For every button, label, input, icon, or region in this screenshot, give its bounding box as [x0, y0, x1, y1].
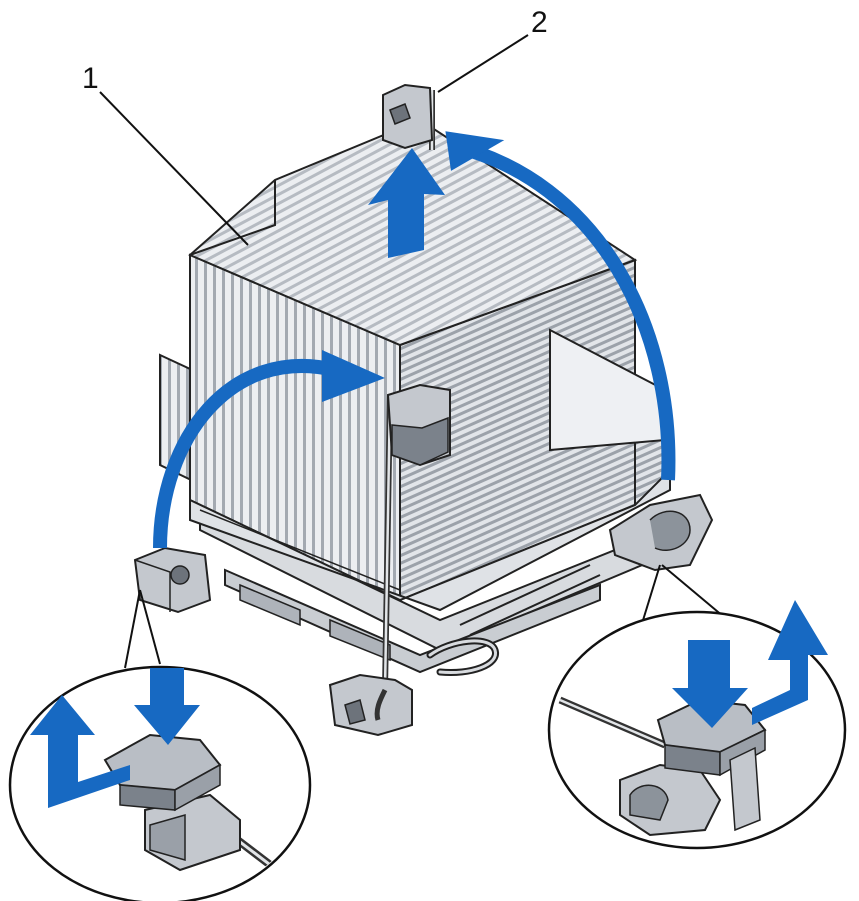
arrow-up-icon [368, 148, 445, 258]
left-detail-inset [8, 665, 312, 901]
arrow-curved-icon [153, 131, 676, 549]
right-detail-inset [547, 600, 847, 850]
callout-number-2: 2 [531, 6, 548, 39]
arrow-down-icon [134, 668, 200, 745]
right-socket-clip [608, 493, 714, 572]
arrow-up-left-icon [30, 695, 130, 808]
arrow-up-right-icon [752, 600, 828, 725]
retention-lever [328, 83, 451, 737]
left-socket-clip [133, 546, 212, 614]
retention-bracket [199, 503, 691, 677]
arrow-down-icon [672, 640, 748, 728]
callout-number-1: 1 [82, 62, 99, 95]
